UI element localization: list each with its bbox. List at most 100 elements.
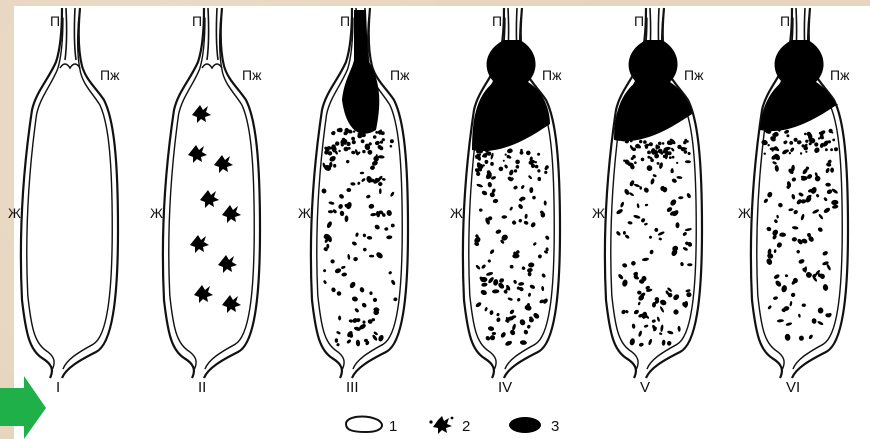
contrast-dot: [369, 142, 372, 145]
contrast-dot: [663, 149, 668, 154]
contrast-dot: [499, 167, 504, 172]
contrast-dot: [764, 130, 766, 132]
contrast-dot: [520, 149, 523, 152]
contrast-dot: [352, 140, 356, 144]
label-cardia: Пж: [542, 67, 562, 83]
contrast-dot: [478, 167, 481, 170]
contrast-dot: [485, 160, 489, 164]
label-esophagus: П: [50, 13, 60, 29]
contrast-dot: [478, 149, 483, 154]
contrast-dot: [324, 147, 327, 150]
label-stomach: Ж: [592, 205, 605, 221]
contrast-dot: [807, 132, 811, 136]
contrast-dot: [361, 139, 365, 143]
contrast-dot: [505, 154, 507, 156]
contrast-dot: [515, 160, 520, 165]
contrast-dot: [772, 150, 774, 152]
contrast-dot: [336, 152, 338, 154]
contrast-dot: [767, 144, 769, 146]
contrast-dot: [390, 139, 394, 143]
contrast-dot: [809, 142, 812, 145]
contrast-dot: [767, 129, 772, 134]
contrast-dot: [802, 304, 806, 307]
contrast-dot: [647, 151, 651, 155]
contrast-dot: [789, 152, 791, 154]
contrast-dot: [338, 128, 343, 133]
contrast-dot: [531, 164, 535, 168]
contrast-dot: [764, 153, 766, 155]
legend-label-1: 1: [389, 418, 397, 435]
contrast-dot: [785, 141, 788, 144]
contrast-dot: [626, 160, 629, 163]
contrast-dot: [545, 167, 548, 170]
contrast-dot: [537, 169, 540, 172]
label-stomach: Ж: [150, 205, 163, 221]
contrast-dot: [487, 152, 491, 156]
contrast-dot: [503, 160, 505, 162]
contrast-dot: [658, 149, 663, 154]
label-cardia: Пж: [830, 67, 850, 83]
contrast-dot: [375, 131, 378, 134]
contrast-dot: [825, 148, 828, 151]
label-stomach: Ж: [8, 205, 21, 221]
label-esophagus: П: [634, 13, 644, 29]
contrast-dot: [369, 255, 374, 258]
contrast-dot: [654, 150, 659, 155]
contrast-dot: [805, 140, 808, 143]
contrast-dot: [669, 156, 672, 159]
contrast-dot: [373, 135, 377, 139]
contrast-dot: [475, 155, 477, 157]
contrast-dot: [789, 141, 793, 145]
contrast-dot: [378, 145, 382, 149]
contrast-dot: [687, 263, 692, 266]
contrast-dot: [623, 160, 625, 162]
contrast-dot: [351, 137, 355, 141]
contrast-dot: [777, 149, 780, 152]
contrast-dot: [324, 150, 328, 154]
contrast-dot: [643, 140, 647, 144]
contrast-dot: [622, 139, 624, 141]
contrast-dot: [802, 144, 805, 147]
contrast-dot: [343, 139, 348, 144]
contrast-dot: [828, 140, 831, 143]
contrast-dot: [650, 159, 654, 163]
legend-solid-mass-icon: [509, 417, 541, 433]
contrast-dot: [658, 142, 662, 146]
contrast-dot: [778, 129, 780, 131]
contrast-dot: [541, 212, 546, 217]
contrast-dot: [805, 151, 807, 153]
contrast-dot: [516, 165, 520, 169]
contrast-dot: [509, 156, 512, 159]
contrast-dot: [832, 139, 835, 142]
stage-numeral: I: [56, 379, 60, 396]
contrast-dot: [544, 171, 547, 174]
label-cardia: Пж: [242, 67, 262, 83]
contrast-dot: [649, 236, 652, 239]
contrast-dot: [535, 161, 537, 163]
label-cardia: Пж: [684, 67, 704, 83]
contrast-dot: [809, 138, 812, 141]
stage-numeral: VI: [786, 379, 800, 396]
contrast-dot: [786, 134, 789, 137]
legend-empty-outline-icon: [346, 417, 382, 432]
contrast-dot: [667, 140, 672, 145]
contrast-dot: [341, 143, 344, 146]
contrast-dot: [331, 132, 334, 135]
contrast-dot: [380, 129, 382, 131]
contrast-dot: [526, 151, 531, 156]
label-stomach: Ж: [298, 205, 311, 221]
contrast-dot: [638, 146, 641, 149]
contrast-dot: [344, 132, 348, 136]
contrast-dot: [830, 148, 833, 151]
contrast-dot: [657, 162, 660, 165]
label-stomach: Ж: [450, 205, 463, 221]
contrast-dot: [631, 157, 634, 160]
contrast-dot: [633, 148, 637, 152]
contrast-dot: [338, 150, 340, 152]
contrast-dot: [330, 147, 333, 150]
contrast-dot: [774, 136, 776, 138]
label-stomach: Ж: [738, 205, 751, 221]
contrast-dot: [820, 133, 824, 137]
contrast-dot: [647, 156, 650, 159]
